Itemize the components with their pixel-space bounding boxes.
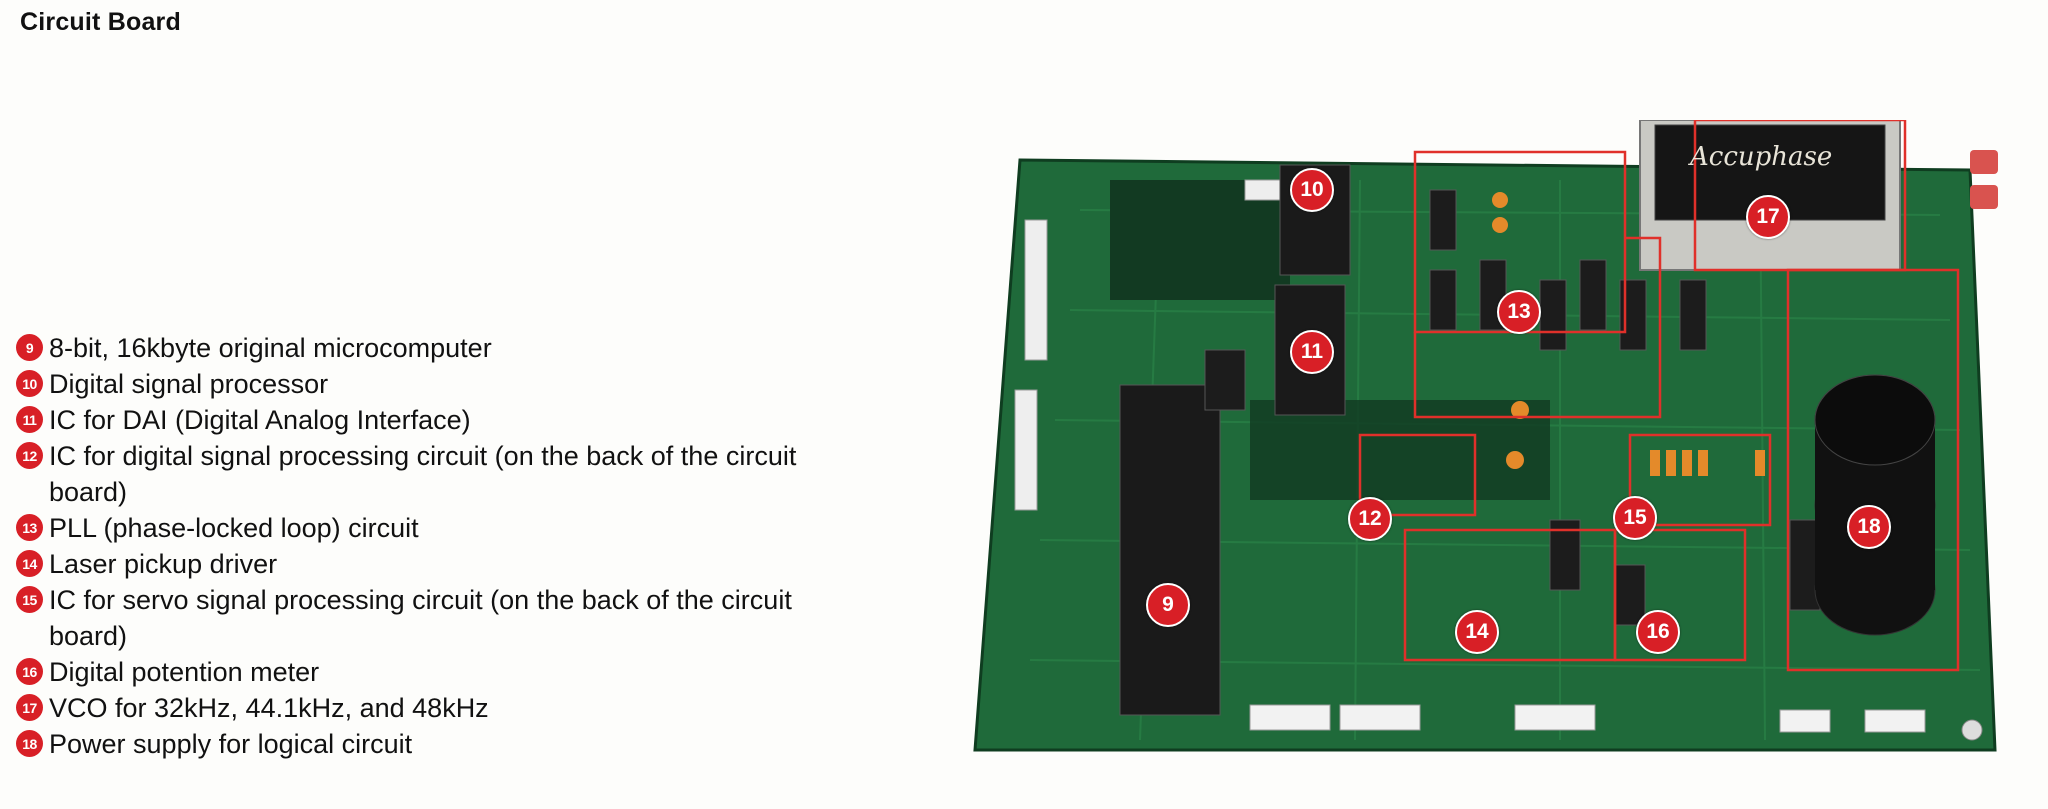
legend-item: 14 Laser pickup driver (16, 546, 806, 582)
number-badge: 11 (16, 406, 43, 433)
legend-text: PLL (phase-locked loop) circuit (49, 513, 419, 543)
vco-brand-logo: Accuphase (1690, 142, 1833, 172)
legend-item: 9 8-bit, 16kbyte original microcomputer (16, 330, 806, 366)
callout-marker: 11 (1290, 330, 1334, 374)
legend-text: Power supply for logical circuit (49, 729, 413, 759)
number-badge: 17 (16, 694, 43, 721)
legend-text: Digital signal processor (49, 369, 329, 399)
callout-marker: 15 (1613, 496, 1657, 540)
circuit-board-photo: Accuphase 9 10 11 12 13 14 15 16 17 18 (960, 120, 2048, 760)
callout-marker: 13 (1497, 290, 1541, 334)
legend-text: 8-bit, 16kbyte original microcomputer (49, 333, 492, 363)
power-capacitors (1814, 374, 1936, 636)
chip-microcomputer (1119, 384, 1221, 716)
legend-item: 13 PLL (phase-locked loop) circuit (16, 510, 806, 546)
legend-item: 18 Power supply for logical circuit (16, 726, 806, 762)
connector (1864, 709, 1926, 733)
number-badge: 16 (16, 658, 43, 685)
legend-item: 17 VCO for 32kHz, 44.1kHz, and 48kHz (16, 690, 806, 726)
callout-marker: 17 (1746, 195, 1790, 239)
callout-marker: 16 (1636, 610, 1680, 654)
red-capacitors (1970, 150, 1998, 209)
callout-marker: 12 (1348, 497, 1392, 541)
legend-item: 11 IC for DAI (Digital Analog Interface) (16, 402, 806, 438)
legend-text: IC for DAI (Digital Analog Interface) (49, 405, 471, 435)
legend-item: 10 Digital signal processor (16, 366, 806, 402)
connector (1249, 704, 1331, 731)
legend-item: 12 IC for digital signal processing circ… (16, 438, 806, 510)
connector (1024, 219, 1048, 361)
number-badge: 15 (16, 586, 43, 613)
page-title: Circuit Board (20, 8, 181, 36)
connector (1779, 709, 1831, 733)
connector (1339, 704, 1421, 731)
legend-text: VCO for 32kHz, 44.1kHz, and 48kHz (49, 693, 489, 723)
callout-marker: 9 (1146, 583, 1190, 627)
number-badge: 14 (16, 550, 43, 577)
legend-text: Digital potention meter (49, 657, 320, 687)
callout-marker: 10 (1290, 168, 1334, 212)
connector (1014, 389, 1038, 511)
number-badge: 13 (16, 514, 43, 541)
legend-item: 16 Digital potention meter (16, 654, 806, 690)
mounting-hole (1961, 719, 1983, 741)
legend-text: IC for servo signal processing circuit (… (49, 585, 792, 651)
callout-marker: 18 (1847, 505, 1891, 549)
resistors (1492, 192, 1765, 476)
connector (1514, 704, 1596, 731)
callout-marker: 14 (1455, 610, 1499, 654)
legend-text: IC for digital signal processing circuit… (49, 441, 797, 507)
legend-text: Laser pickup driver (49, 549, 278, 579)
legend-item: 15 IC for servo signal processing circui… (16, 582, 806, 654)
number-badge: 18 (16, 730, 43, 757)
number-badge: 12 (16, 442, 43, 469)
circuit-board-illustration (973, 120, 1998, 752)
number-badge: 9 (16, 334, 43, 361)
highlight-boxes (1358, 120, 1960, 672)
legend-list: 9 8-bit, 16kbyte original microcomputer … (16, 330, 806, 762)
number-badge: 10 (16, 370, 43, 397)
